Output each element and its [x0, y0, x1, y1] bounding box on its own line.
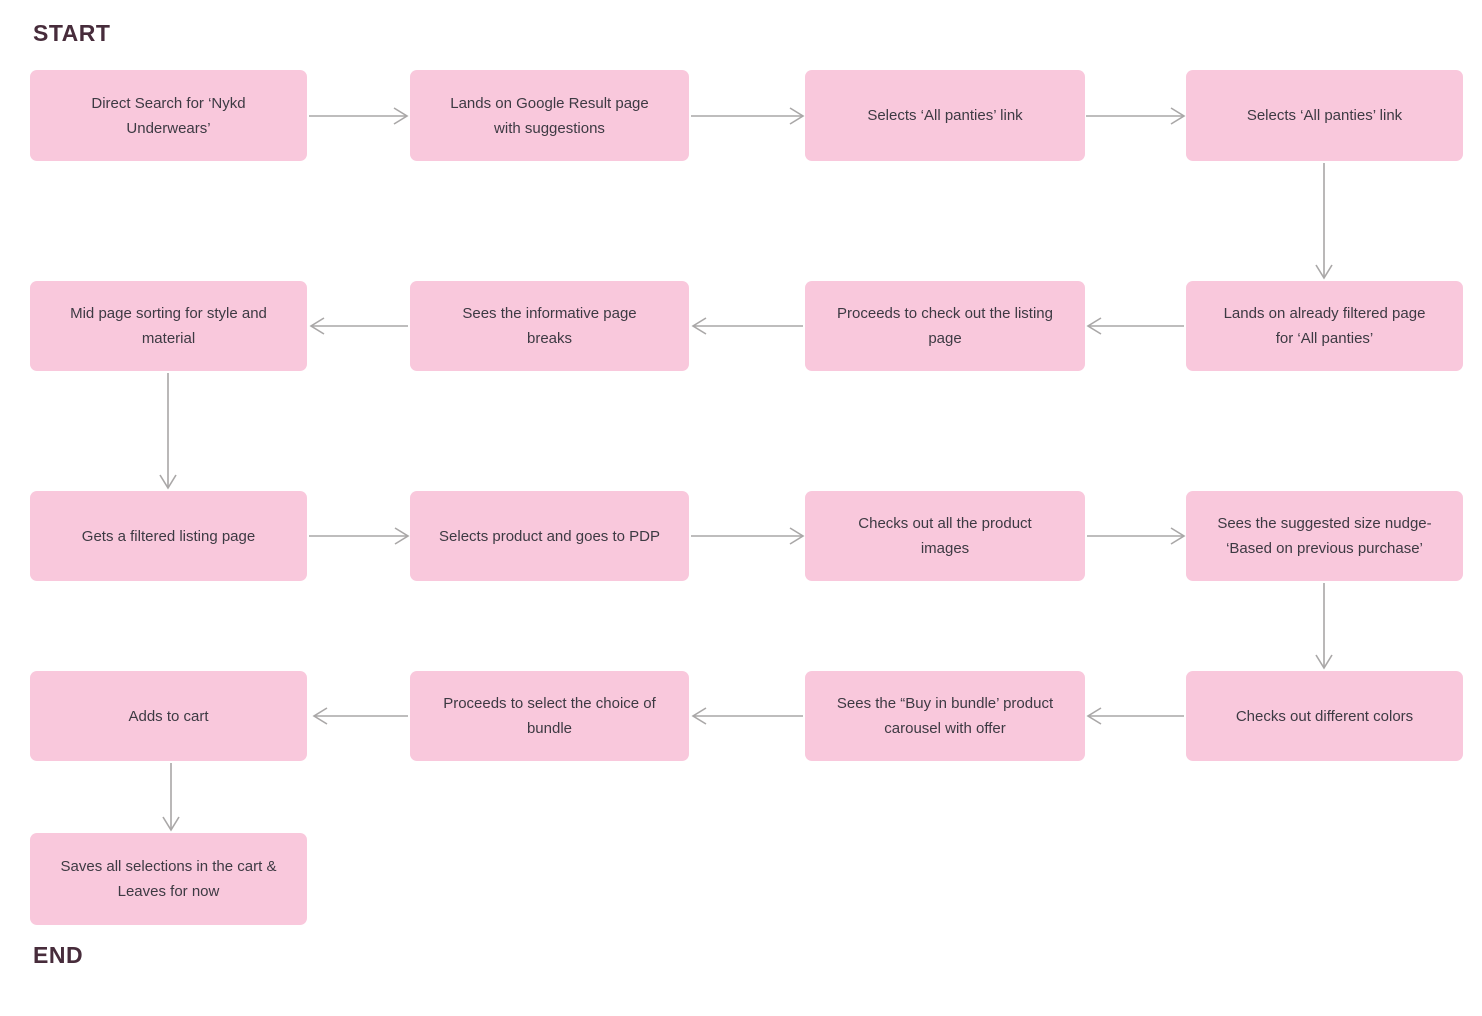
arrow-r4-1	[1086, 707, 1184, 725]
arrow-r4-2	[691, 707, 803, 725]
node-selects-product-pdp: Selects product and goes to PDP	[410, 491, 689, 581]
node-lands-filtered-page: Lands on already filtered page for ‘All …	[1186, 281, 1463, 371]
node-mid-page-sorting: Mid page sorting for style and material	[30, 281, 307, 371]
node-saves-and-leaves: Saves all selections in the cart & Leave…	[30, 833, 307, 925]
node-direct-search: Direct Search for ‘Nykd Underwears’	[30, 70, 307, 161]
arrow-r2-1	[1086, 317, 1184, 335]
arrow-r1-to-r2	[1315, 163, 1333, 280]
start-label: START	[33, 20, 111, 46]
arrow-r3-to-r4	[1315, 583, 1333, 670]
arrow-r1-3	[1086, 107, 1186, 125]
arrow-r3-3	[1087, 527, 1186, 545]
node-checks-listing-page: Proceeds to check out the listing page	[805, 281, 1085, 371]
arrow-r1-1	[309, 107, 409, 125]
arrow-r4-to-r5	[162, 763, 180, 832]
node-size-nudge: Sees the suggested size nudge- ‘Based on…	[1186, 491, 1463, 581]
end-label: END	[33, 942, 84, 968]
arrow-r3-1	[309, 527, 410, 545]
node-product-images: Checks out all the product images	[805, 491, 1085, 581]
arrow-r3-2	[691, 527, 805, 545]
node-informative-breaks: Sees the informative page breaks	[410, 281, 689, 371]
node-selects-all-panties-2: Selects ‘All panties’ link	[1186, 70, 1463, 161]
arrow-r2-3	[309, 317, 408, 335]
node-selects-all-panties-1: Selects ‘All panties’ link	[805, 70, 1085, 161]
arrow-r2-2	[691, 317, 803, 335]
arrow-r2-to-r3	[159, 373, 177, 490]
arrow-r1-2	[691, 107, 805, 125]
node-google-result: Lands on Google Result page with suggest…	[410, 70, 689, 161]
arrow-r4-3	[312, 707, 408, 725]
node-select-bundle: Proceeds to select the choice of bundle	[410, 671, 689, 761]
node-filtered-listing: Gets a filtered listing page	[30, 491, 307, 581]
node-bundle-carousel: Sees the “Buy in bundle’ product carouse…	[805, 671, 1085, 761]
node-different-colors: Checks out different colors	[1186, 671, 1463, 761]
node-adds-to-cart: Adds to cart	[30, 671, 307, 761]
